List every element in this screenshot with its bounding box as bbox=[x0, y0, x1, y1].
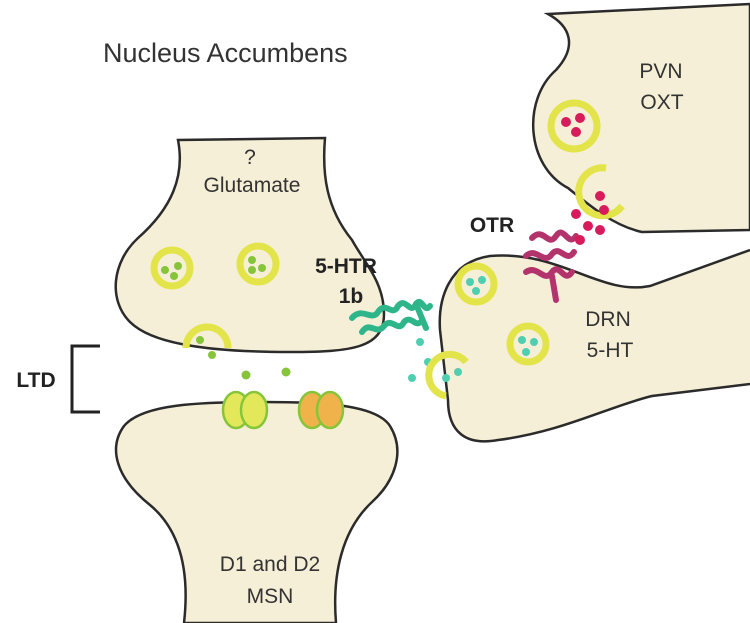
ltd-label: LTD bbox=[16, 369, 55, 392]
serotonin-vesicles bbox=[425, 262, 550, 400]
oxytocin-release bbox=[571, 209, 605, 245]
pvn-label-line1: PVN bbox=[639, 60, 682, 83]
oxytocin-vesicles bbox=[547, 99, 625, 220]
otr-receptor bbox=[523, 229, 579, 303]
vesicle bbox=[547, 99, 601, 153]
receptor-channel-orange bbox=[297, 390, 345, 430]
drn-terminal bbox=[438, 248, 750, 443]
vesicle bbox=[506, 322, 550, 366]
vesicle bbox=[236, 242, 280, 286]
drn-label-line1: DRN bbox=[585, 308, 631, 331]
glutamate-vesicles bbox=[150, 242, 280, 359]
vesicle bbox=[150, 246, 194, 290]
glutamate-release bbox=[241, 367, 291, 380]
ltd-bracket bbox=[70, 344, 100, 414]
postsynaptic-label-line2: MSN bbox=[247, 585, 294, 608]
pvn-label-line2: OXT bbox=[640, 91, 683, 114]
fusing-vesicle bbox=[425, 350, 469, 400]
drn-label-line2: 5-HT bbox=[587, 339, 634, 362]
receptor-channel-yellow bbox=[221, 390, 269, 430]
ht-receptor bbox=[349, 299, 433, 335]
fusing-vesicle bbox=[575, 164, 625, 220]
vesicle bbox=[454, 262, 498, 306]
postsynaptic-label-line1: D1 and D2 bbox=[220, 553, 320, 576]
diagram-title: Nucleus Accumbens bbox=[103, 38, 348, 68]
ht-receptor-label-line1: 5-HTR bbox=[315, 255, 377, 278]
otr-label: OTR bbox=[470, 214, 514, 237]
ht-receptor-label-line2: 1b bbox=[339, 285, 364, 308]
fusing-vesicle bbox=[182, 323, 232, 349]
presynaptic-label-line1: ? bbox=[244, 146, 256, 169]
presynaptic-label-line2: Glutamate bbox=[204, 174, 301, 197]
